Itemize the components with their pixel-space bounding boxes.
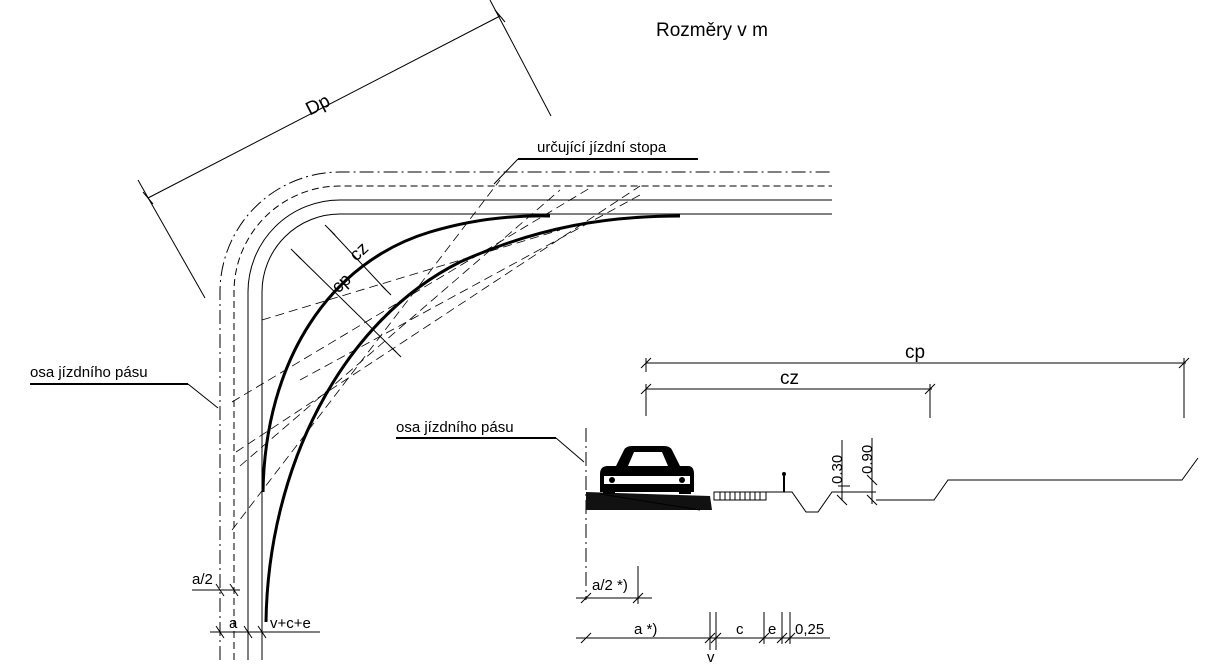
- ground-profile: [766, 491, 876, 513]
- lane-edge-1: [247, 199, 832, 660]
- dp-dimension-line: [147, 15, 501, 199]
- e-section-label: e: [768, 621, 776, 638]
- c-section-label: c: [736, 621, 744, 638]
- cp-section-label: cp: [905, 342, 925, 363]
- inner-visibility-curve: [261, 214, 551, 493]
- plan-view: Dp cz cp určující jízdní stopa os: [30, 0, 832, 660]
- cross-section: cp cz osa jízdního pásu: [396, 342, 1199, 666]
- vce-plan-label: v+c+e: [270, 615, 311, 632]
- lane-edge-2: [261, 213, 832, 660]
- cz-section-label: cz: [780, 368, 799, 389]
- car-icon: [600, 446, 694, 494]
- a-half-section-label: a/2 *): [592, 577, 628, 594]
- lane-line-dashed: [233, 185, 832, 660]
- urcujici-stopa-label: určující jízdní stopa: [537, 139, 667, 156]
- outer-visibility-curve: [264, 214, 681, 623]
- h-090-label: 0.90: [859, 445, 876, 474]
- a-half-plan-label: a/2: [192, 571, 213, 588]
- v-section-label: v: [707, 649, 715, 666]
- units-note: Rozměry v m: [656, 20, 768, 41]
- h-030-label: 0.30: [829, 455, 846, 484]
- osa-right-label: osa jízdního pásu: [396, 419, 514, 436]
- a-section-label: a *): [634, 621, 657, 638]
- road-axis: [219, 171, 832, 660]
- sight-line: [231, 179, 501, 531]
- cp-plan-label: cp: [327, 269, 355, 297]
- osa-left-label: osa jízdního pásu: [30, 364, 148, 381]
- d-025-label: 0,25: [795, 621, 824, 638]
- a-plan-label: a: [229, 615, 238, 632]
